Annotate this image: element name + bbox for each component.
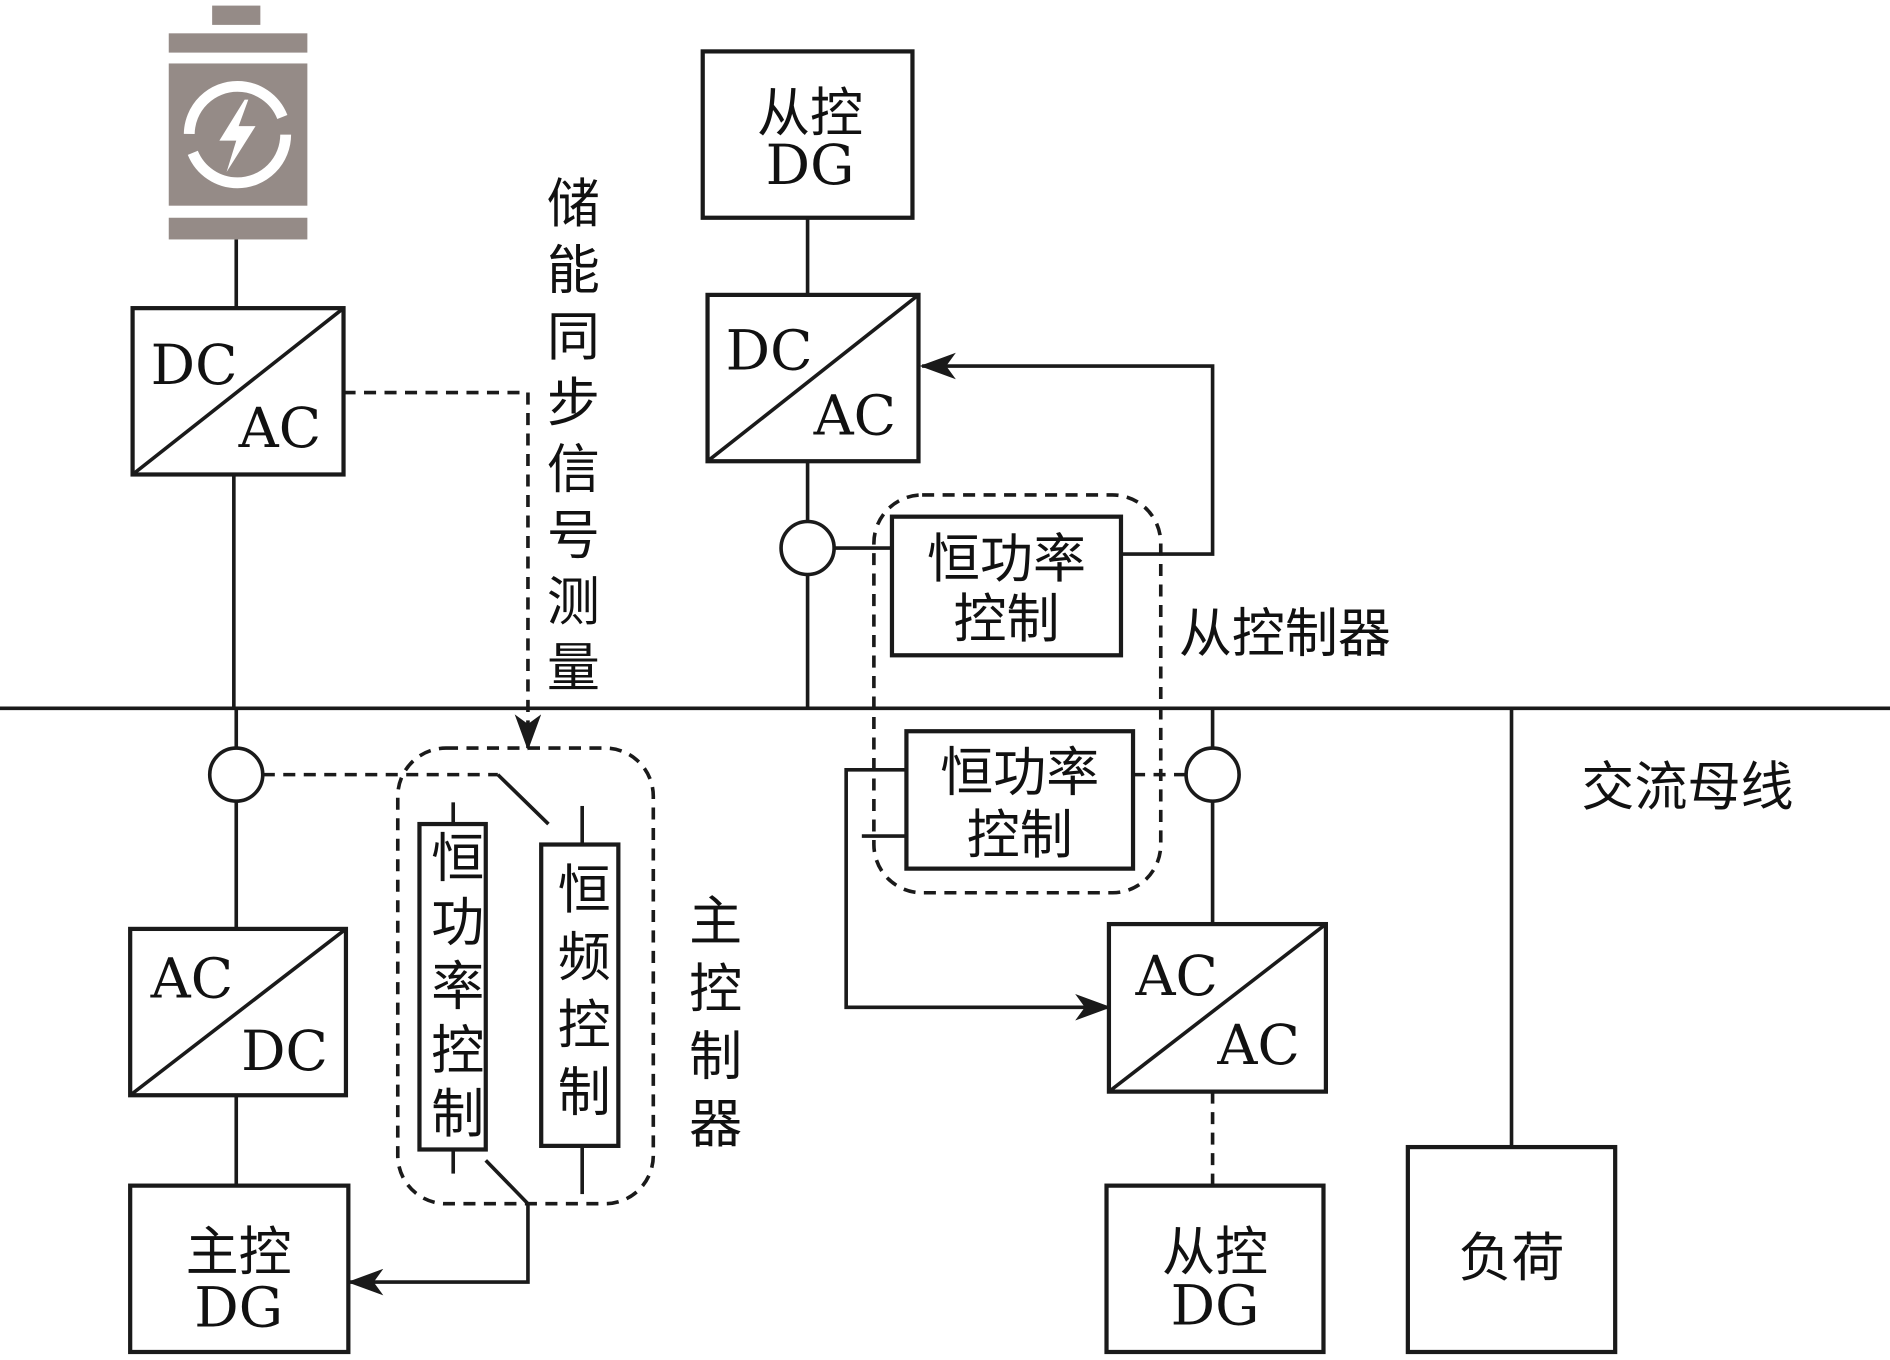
converter-label: AC bbox=[1134, 945, 1217, 1009]
ac-bus-label: 交流母线 bbox=[1581, 756, 1793, 818]
svg-text:恒功率: 恒功率 bbox=[940, 741, 1099, 803]
battery-charging-icon bbox=[168, 5, 308, 240]
svg-text:控制: 控制 bbox=[967, 804, 1073, 866]
master-constant-power-control: 恒功率控制 bbox=[417, 821, 488, 1152]
svg-text:恒频控制: 恒频控制 bbox=[549, 861, 611, 1131]
sync-signal-line bbox=[343, 390, 542, 751]
load-box: 负荷 bbox=[1405, 1144, 1618, 1355]
converter-label: DC bbox=[151, 334, 238, 398]
master-acdc-converter: AC DC bbox=[128, 926, 349, 1098]
slave-dg-bottom-box: 从控 DG bbox=[1104, 1183, 1326, 1355]
master-constant-frequency-control: 恒频控制 bbox=[539, 842, 621, 1148]
measurement-node bbox=[779, 519, 836, 577]
svg-text:主控: 主控 bbox=[186, 1221, 292, 1283]
svg-text:控制: 控制 bbox=[953, 588, 1059, 650]
sync-signal-label: 储能同步信号测量 bbox=[538, 176, 600, 706]
slave-constant-power-control-1: 恒功率 控制 bbox=[889, 514, 1124, 658]
converter-label: AC bbox=[150, 948, 233, 1012]
converter-label: AC bbox=[813, 385, 896, 449]
converter-label: DC bbox=[726, 320, 813, 384]
converter-label: AC bbox=[238, 397, 321, 461]
master-dg-box: 主控 DG bbox=[128, 1183, 351, 1355]
svg-text:DG: DG bbox=[766, 134, 855, 198]
slave-constant-power-control-2: 恒功率 控制 bbox=[904, 729, 1136, 871]
svg-text:从控: 从控 bbox=[1162, 1221, 1268, 1283]
svg-text:DG: DG bbox=[1171, 1274, 1260, 1338]
converter-label: AC bbox=[1216, 1014, 1299, 1078]
storage-dcac-converter: DC AC bbox=[130, 306, 346, 477]
svg-text:恒功率: 恒功率 bbox=[927, 528, 1086, 590]
converter-label: DC bbox=[241, 1020, 328, 1084]
svg-text:恒功率控制: 恒功率控制 bbox=[422, 830, 484, 1149]
slave-bottom-acac-converter: AC AC bbox=[1106, 921, 1329, 1094]
master-controller-label: 主控制器 bbox=[680, 893, 742, 1163]
slave-controller-group bbox=[872, 493, 1163, 895]
svg-text:负荷: 负荷 bbox=[1458, 1227, 1564, 1289]
slave-controller-label: 从控制器 bbox=[1179, 603, 1391, 665]
slave-dg-top-box: 从控 DG bbox=[700, 49, 915, 220]
slave-top-dcac-converter: DC AC bbox=[705, 292, 921, 464]
measurement-node bbox=[1184, 746, 1241, 803]
measurement-node bbox=[207, 746, 265, 803]
svg-text:从控: 从控 bbox=[757, 82, 863, 144]
svg-text:DG: DG bbox=[194, 1277, 283, 1341]
